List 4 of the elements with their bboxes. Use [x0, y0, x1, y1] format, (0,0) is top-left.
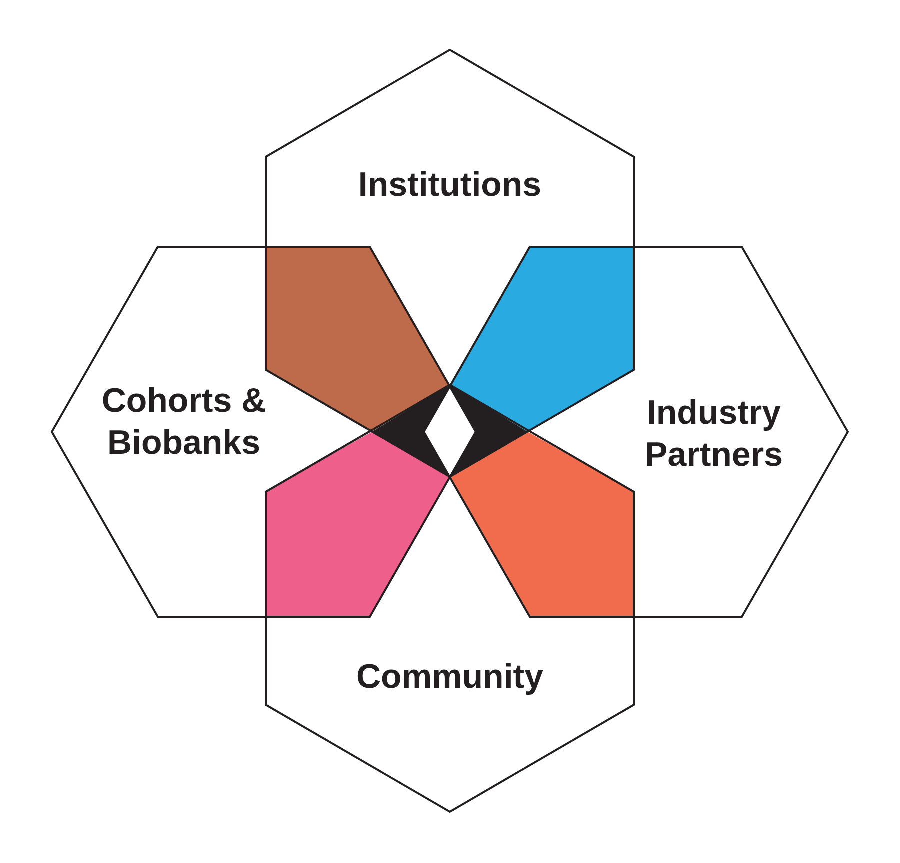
hexagon-label: Community	[356, 657, 544, 698]
hexagon-label: Industry Partners	[644, 393, 784, 476]
hexagon-label: Cohorts & Biobanks	[100, 381, 268, 464]
hexagon-label: Institutions	[357, 165, 543, 206]
